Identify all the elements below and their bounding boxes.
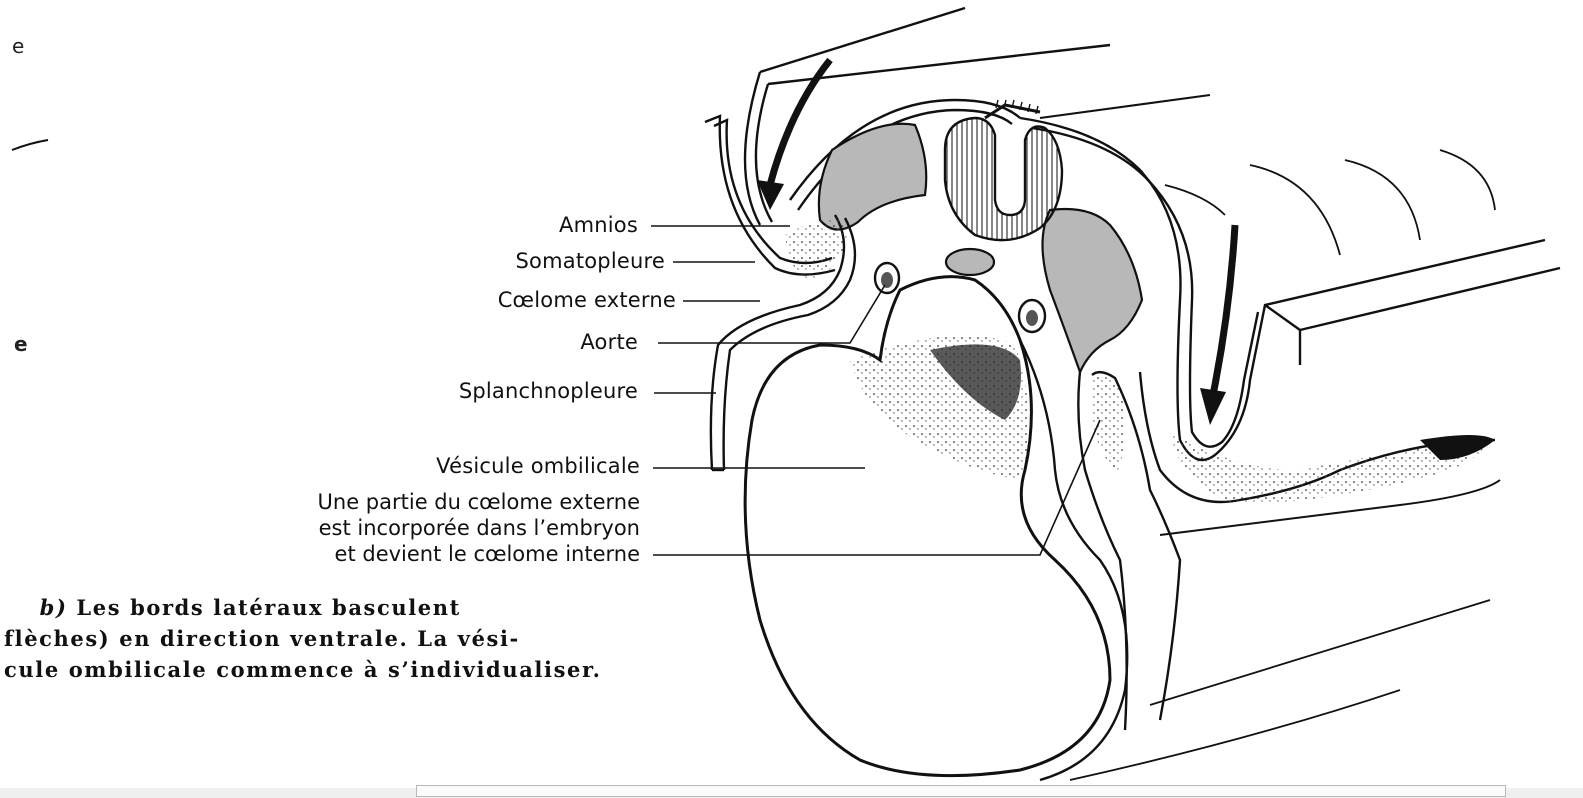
- caption-line2: flèches) en direction ventrale. La vési-: [4, 623, 784, 654]
- mesoderm-left: [819, 124, 926, 230]
- caption-line1: b) Les bords latéraux basculent: [4, 592, 784, 623]
- label-amnios: Amnios: [400, 213, 638, 237]
- label-coelome-interne-line3: et devient le cœlome interne: [80, 541, 640, 567]
- label-aorte: Aorte: [400, 330, 638, 354]
- label-vesicule-ombilicale: Vésicule ombilicale: [280, 454, 640, 478]
- label-coelome-interne: Une partie du cœlome externe est incorpo…: [80, 489, 640, 567]
- aorta-left: [875, 263, 899, 293]
- viewer-bottom-field[interactable]: [416, 785, 1506, 797]
- caption-marker: b): [40, 595, 68, 620]
- label-coelome-interne-line2: est incorporée dans l’embryon: [80, 515, 640, 541]
- figure-caption: b) Les bords latéraux basculent flèches)…: [4, 592, 784, 685]
- caption-line3: cule ombilicale commence à s’individuali…: [4, 654, 784, 685]
- left-edge-stroke: [12, 140, 48, 150]
- coelome-interne-stipple: [1092, 377, 1125, 470]
- label-coelome-externe: Cœlome externe: [340, 288, 676, 312]
- aorta-right: [1019, 300, 1045, 332]
- arrow-right-ventral: [1200, 225, 1235, 425]
- label-coelome-interne-line1: Une partie du cœlome externe: [80, 489, 640, 515]
- label-somatopleure: Somatopleure: [340, 249, 665, 273]
- mesoderm-right: [1043, 209, 1143, 372]
- caption-line1-text: Les bords latéraux basculent: [76, 595, 461, 620]
- notochord: [946, 249, 994, 275]
- label-splanchnopleure: Splanchnopleure: [340, 379, 638, 403]
